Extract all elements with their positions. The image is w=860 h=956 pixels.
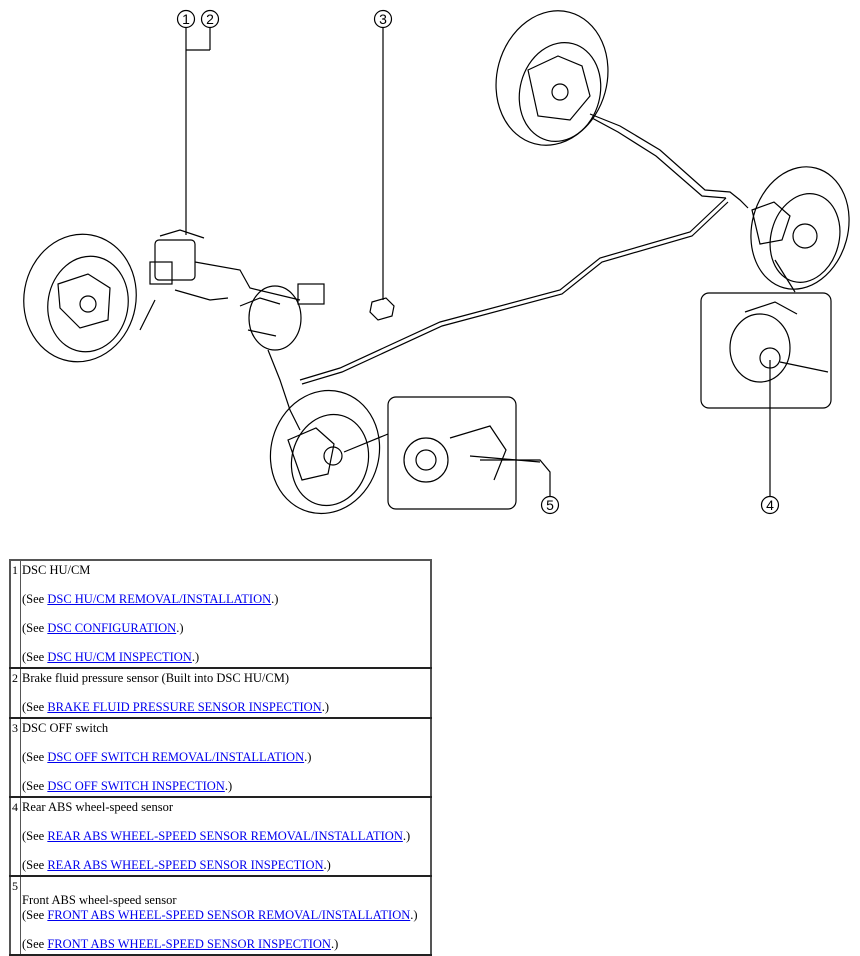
item-cell: Front ABS wheel-speed sensor (See FRONT … [20,875,432,956]
reference-link[interactable]: DSC HU/CM REMOVAL/INSTALLATION [47,592,272,606]
item-cell: Brake fluid pressure sensor (Built into … [20,667,432,719]
table-row-4: 4 Rear ABS wheel-speed sensor (See REAR … [9,796,432,877]
callout-4-label: 4 [766,497,774,513]
callout-4: 4 [760,495,780,515]
reference-link[interactable]: BRAKE FLUID PRESSURE SENSOR INSPECTION [47,700,322,714]
callout-5-label: 5 [546,497,554,513]
reference-link[interactable]: DSC OFF SWITCH REMOVAL/INSTALLATION [47,750,305,764]
reference-line: (See DSC OFF SWITCH INSPECTION.) [22,779,233,793]
reference-line: (See DSC HU/CM INSPECTION.) [22,650,200,664]
item-name: Rear ABS wheel-speed sensor [22,800,174,814]
item-number: 2 [9,667,21,719]
front-right-wheel [269,389,381,515]
item-name: DSC HU/CM [22,563,91,577]
item-number: 1 [9,559,21,669]
table-row-1: 1 DSC HU/CM (See DSC HU/CM REMOVAL/INSTA… [9,559,432,669]
callout-1-label: 1 [182,11,190,27]
reference-line: (See DSC OFF SWITCH REMOVAL/INSTALLATION… [22,750,312,764]
item-cell: DSC OFF switch (See DSC OFF SWITCH REMOV… [20,717,432,798]
rear-left-wheel [495,10,609,146]
reference-line: (See FRONT ABS WHEEL-SPEED SENSOR INSPEC… [22,937,339,951]
table-row-2: 2 Brake fluid pressure sensor (Built int… [9,667,432,719]
leader-lines [185,28,771,496]
item-cell: Rear ABS wheel-speed sensor (See REAR AB… [20,796,432,877]
table-row-3: 3 DSC OFF switch (See DSC OFF SWITCH REM… [9,717,432,798]
reference-link[interactable]: REAR ABS WHEEL-SPEED SENSOR REMOVAL/INST… [47,829,403,843]
reference-line: (See BRAKE FLUID PRESSURE SENSOR INSPECT… [22,700,329,714]
front-sensor-detail [343,396,541,510]
table-row-5: 5 Front ABS wheel-speed sensor (See FRON… [9,875,432,956]
dsc-hu-cm-unit [149,229,205,285]
rear-sensor-detail [700,259,832,409]
rear-right-wheel [750,166,850,290]
reference-line: (See FRONT ABS WHEEL-SPEED SENSOR REMOVA… [22,908,418,922]
item-number: 5 [9,875,21,956]
reference-line: (See DSC HU/CM REMOVAL/INSTALLATION.) [22,592,279,606]
item-number: 4 [9,796,21,877]
callout-5: 5 [540,495,560,515]
brake-lines [139,113,749,431]
front-left-wheel [23,233,137,363]
item-cell: DSC HU/CM (See DSC HU/CM REMOVAL/INSTALL… [20,559,432,669]
reference-link[interactable]: FRONT ABS WHEEL-SPEED SENSOR INSPECTION [47,937,331,951]
callout-1: 1 [176,9,196,29]
reference-line: (See DSC CONFIGURATION.) [22,621,184,635]
brake-booster [239,283,325,351]
callout-3: 3 [373,9,393,29]
component-location-diagram: 1 2 3 4 5 [23,9,850,515]
callout-2-label: 2 [206,11,214,27]
callout-3-label: 3 [379,11,387,27]
reference-link[interactable]: DSC CONFIGURATION [47,621,177,635]
item-name: Brake fluid pressure sensor (Built into … [22,671,289,685]
reference-link[interactable]: FRONT ABS WHEEL-SPEED SENSOR REMOVAL/INS… [47,908,411,922]
item-name: Front ABS wheel-speed sensor [22,893,177,907]
reference-line: (See REAR ABS WHEEL-SPEED SENSOR INSPECT… [22,858,331,872]
reference-line: (See REAR ABS WHEEL-SPEED SENSOR REMOVAL… [22,829,411,843]
reference-link[interactable]: DSC HU/CM INSPECTION [47,650,192,664]
reference-link[interactable]: REAR ABS WHEEL-SPEED SENSOR INSPECTION [47,858,324,872]
reference-link[interactable]: DSC OFF SWITCH INSPECTION [47,779,225,793]
item-name: DSC OFF switch [22,721,109,735]
callout-2: 2 [200,9,220,29]
item-number: 3 [9,717,21,798]
parts-table: 1 DSC HU/CM (See DSC HU/CM REMOVAL/INSTA… [9,559,432,956]
dsc-off-switch [369,297,395,321]
